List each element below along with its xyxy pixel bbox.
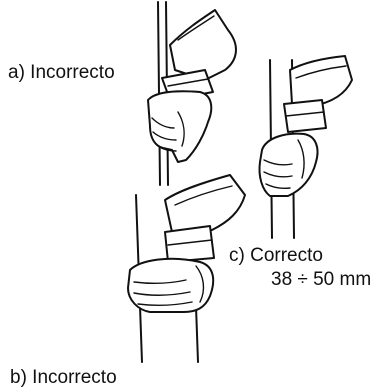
label-a-incorrect: a) Incorrecto <box>8 62 115 84</box>
figure-b-hand <box>128 175 245 312</box>
figure-a-hand <box>148 10 236 162</box>
figure-c-hand <box>259 56 352 196</box>
label-b-incorrect: b) Incorrecto <box>10 367 117 389</box>
label-c-diameter-range: 38 ÷ 50 mm <box>271 269 371 291</box>
label-c-correct: c) Correcto <box>229 245 323 267</box>
